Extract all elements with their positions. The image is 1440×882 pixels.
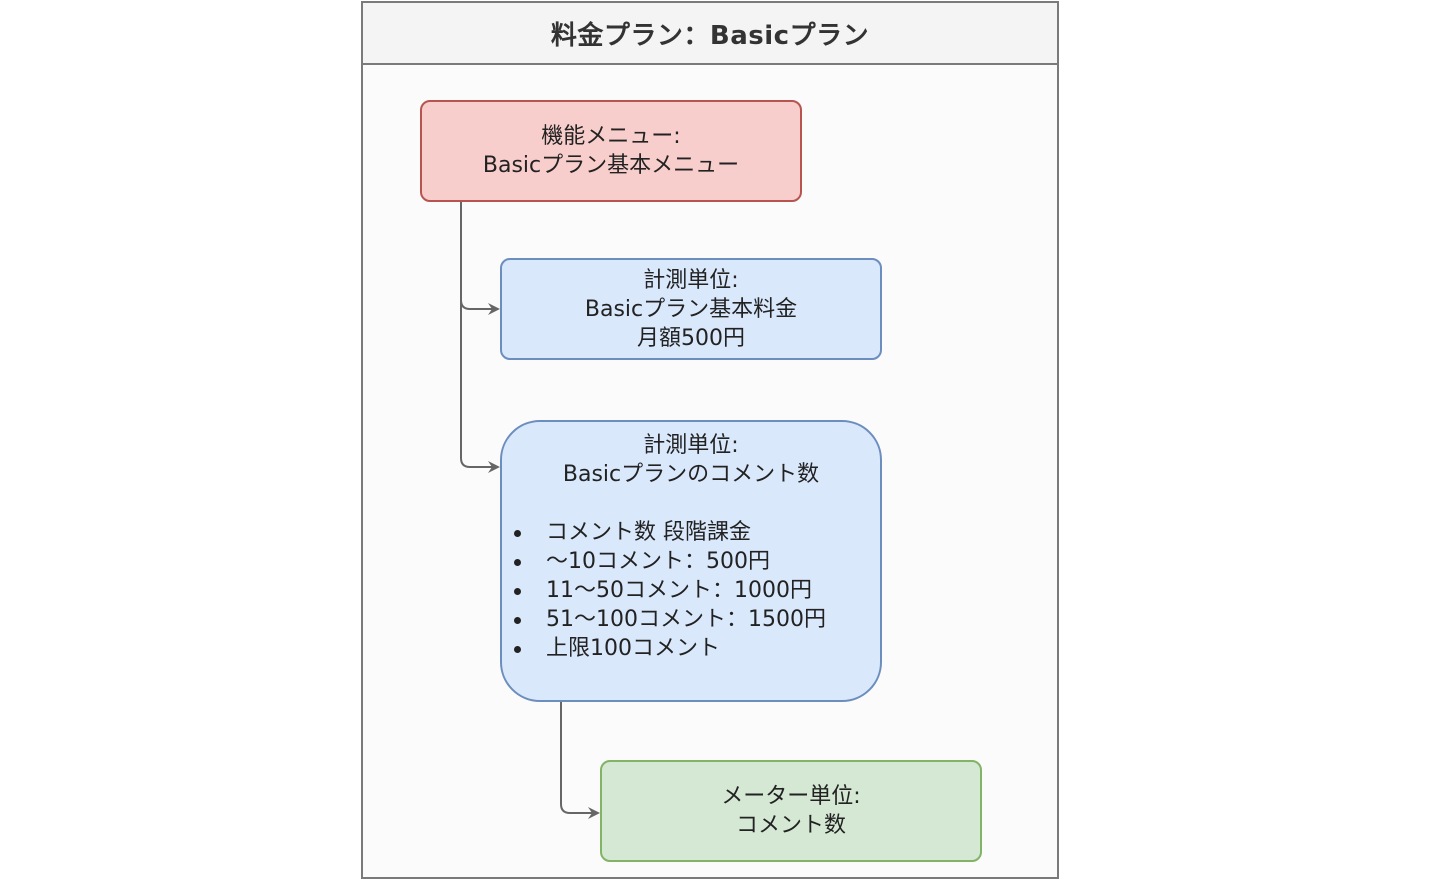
pricing-tier-item: 11〜50コメント：1000円 xyxy=(514,576,826,605)
container-title: 料金プラン：Basicプラン xyxy=(363,3,1057,65)
pricing-tier-item: 〜10コメント：500円 xyxy=(514,547,826,576)
base-fee-unit-label: 計測単位: xyxy=(643,267,739,293)
pricing-tier-item: コメント数 段階課金 xyxy=(514,518,826,547)
feature-menu-node: 機能メニュー: Basicプラン基本メニュー xyxy=(420,100,802,202)
meter-unit-label: メーター単位: xyxy=(721,784,861,809)
comment-unit-name: Basicプランのコメント数 xyxy=(562,462,820,487)
base-fee-unit-name: Basicプラン基本料金 xyxy=(584,296,798,322)
base-fee-unit-node: 計測単位: Basicプラン基本料金 月額500円 xyxy=(500,258,882,360)
comment-unit-node: 計測単位: Basicプランのコメント数 コメント数 段階課金 〜10コメント：… xyxy=(500,420,882,702)
feature-menu-value: Basicプラン基本メニュー xyxy=(482,153,740,178)
meter-unit-value: コメント数 xyxy=(735,813,846,838)
base-fee-unit-price: 月額500円 xyxy=(637,325,745,351)
meter-unit-node: メーター単位: コメント数 xyxy=(600,760,982,862)
pricing-tier-list: コメント数 段階課金 〜10コメント：500円 11〜50コメント：1000円 … xyxy=(514,518,826,663)
pricing-tier-item: 51〜100コメント：1500円 xyxy=(514,605,826,634)
feature-menu-label: 機能メニュー: xyxy=(541,124,681,149)
comment-unit-label: 計測単位: xyxy=(643,433,739,458)
pricing-tier-item: 上限100コメント xyxy=(514,634,826,663)
